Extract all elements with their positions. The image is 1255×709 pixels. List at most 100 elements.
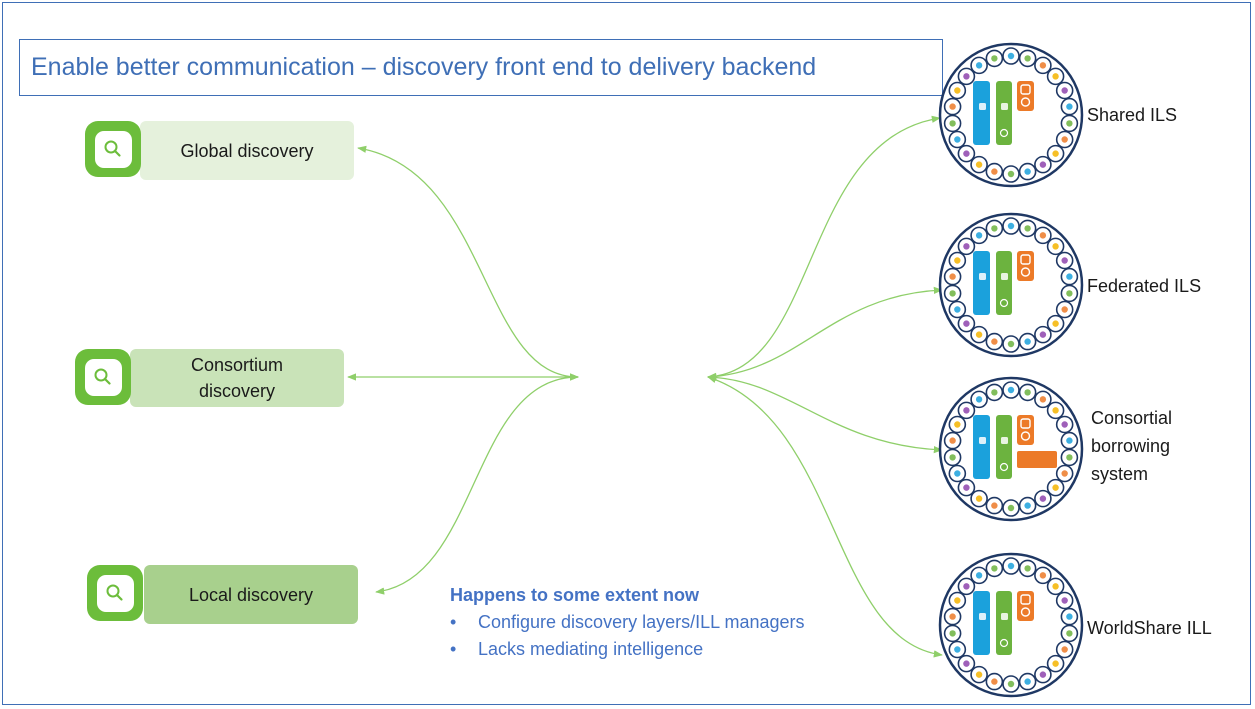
app-dot-icon (1060, 624, 1079, 643)
app-dot-icon (1055, 300, 1074, 319)
app-dot-icon (1002, 335, 1020, 353)
app-dot-icon (1034, 325, 1052, 344)
arrow-to-federated-ils (707, 286, 943, 381)
app-dot-icon (943, 624, 962, 643)
note-bullet-item: • Lacks mediating intelligence (450, 636, 890, 663)
app-dot-icon (948, 300, 967, 319)
app-dot-icon (985, 162, 1004, 181)
module-bar-green (996, 251, 1012, 315)
app-dot-icon (1002, 675, 1020, 693)
app-dot-icon (957, 401, 976, 420)
app-dot-icon (948, 464, 967, 483)
consortium-discovery-search-icon (75, 349, 131, 405)
app-dot-icon (948, 251, 967, 270)
app-dot-icon (985, 383, 1004, 402)
module-bar-blue (973, 251, 990, 315)
app-dot-icon (1018, 219, 1037, 238)
note-heading: Happens to some extent now (450, 585, 700, 605)
app-dot-icon (943, 607, 962, 626)
app-dot-icon (1034, 56, 1052, 75)
app-dot-icon (985, 332, 1004, 351)
module-bar-green (996, 81, 1012, 145)
app-dot-icon (970, 390, 988, 409)
app-dot-icon (1060, 284, 1079, 303)
worldshare-ill-platform-icon (938, 552, 1084, 698)
app-dot-icon (1002, 165, 1020, 183)
local-discovery-text: Local discovery (188, 584, 314, 605)
app-dot-icon (948, 640, 967, 659)
consortium-discovery-label: Consortium discovery (130, 349, 344, 407)
consortial-borrowing-label: Consortial borrowing system (1091, 408, 1173, 484)
app-dot-icon (1055, 81, 1074, 100)
global-discovery-text: Global discovery (180, 140, 314, 161)
app-dot-icon (948, 415, 967, 434)
slide-title: Enable better communication – discovery … (19, 39, 943, 96)
app-dot-icon (970, 489, 988, 508)
note-bullet-text: Configure discovery layers/ILL managers (478, 612, 805, 632)
app-dot-icon (1055, 251, 1074, 270)
app-dot-icon (1002, 557, 1020, 575)
app-dot-icon (1018, 162, 1037, 181)
app-dot-icon (1060, 431, 1079, 450)
app-dot-icon (970, 325, 988, 344)
app-dot-icon (957, 577, 976, 596)
module-bar-borrowing (1017, 451, 1057, 468)
app-dot-icon (1002, 381, 1020, 399)
global-discovery-label: Global discovery (140, 121, 354, 180)
app-dot-icon (1046, 401, 1065, 420)
shared-ils-platform-icon (938, 42, 1084, 188)
app-dot-icon (1046, 654, 1065, 673)
app-dot-icon (1034, 226, 1052, 245)
app-dot-icon (985, 496, 1004, 515)
app-dot-icon (1034, 566, 1052, 585)
app-dot-icon (1060, 267, 1079, 286)
app-dot-icon (970, 56, 988, 75)
arrow-to-worldshare-ill (707, 376, 943, 658)
module-bar-blue (973, 591, 990, 655)
app-dot-icon (1018, 332, 1037, 351)
note-bullet-item: • Configure discovery layers/ILL manager… (450, 609, 890, 636)
app-dot-icon (948, 130, 967, 149)
app-dot-icon (1046, 577, 1065, 596)
app-dot-icon (1060, 114, 1079, 133)
app-dot-icon (1055, 640, 1074, 659)
magnifier-icon (94, 368, 111, 385)
app-dot-icon (943, 431, 962, 450)
consortium-discovery-text: Consortium discovery (190, 355, 284, 401)
app-dot-icon (943, 284, 962, 303)
note-bullet-text: Lacks mediating intelligence (478, 639, 704, 659)
app-dot-icon (1046, 237, 1065, 256)
module-bar-green (996, 415, 1012, 479)
module-bar-green (996, 591, 1012, 655)
federated-ils-label: Federated ILS (1087, 276, 1202, 296)
app-dot-icon (943, 267, 962, 286)
app-dot-icon (1055, 130, 1074, 149)
app-dot-icon (985, 559, 1004, 578)
app-dot-icon (1046, 478, 1065, 497)
app-dot-icon (1018, 383, 1037, 402)
app-dot-icon (1018, 49, 1037, 68)
app-dot-icon (943, 114, 962, 133)
global-discovery-search-icon (85, 121, 141, 177)
module-bar-blue (973, 81, 990, 145)
app-dot-icon (943, 97, 962, 116)
app-dot-icon (970, 665, 988, 684)
app-dot-icon (1060, 97, 1079, 116)
app-dot-icon (943, 448, 962, 467)
local-discovery-search-icon (87, 565, 143, 621)
app-dot-icon (957, 314, 976, 333)
app-dot-icon (985, 219, 1004, 238)
app-dot-icon (957, 478, 976, 497)
app-dot-icon (957, 144, 976, 163)
app-dot-icon (1046, 314, 1065, 333)
magnifier-icon (106, 584, 123, 601)
app-dot-icon (1034, 390, 1052, 409)
slide-title-text: Enable better communication – discovery … (31, 53, 817, 81)
app-dot-icon (970, 566, 988, 585)
module-bar-blue (973, 415, 990, 479)
app-dot-icon (1055, 415, 1074, 434)
app-dot-icon (1060, 448, 1079, 467)
status-note: Happens to some extent now • Configure d… (450, 581, 890, 663)
